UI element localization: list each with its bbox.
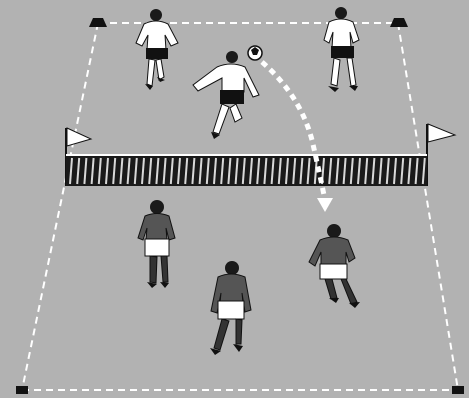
net bbox=[66, 154, 427, 186]
cone-bottom-right bbox=[452, 386, 464, 394]
cone-bottom-left bbox=[16, 386, 28, 394]
ball bbox=[248, 46, 262, 60]
